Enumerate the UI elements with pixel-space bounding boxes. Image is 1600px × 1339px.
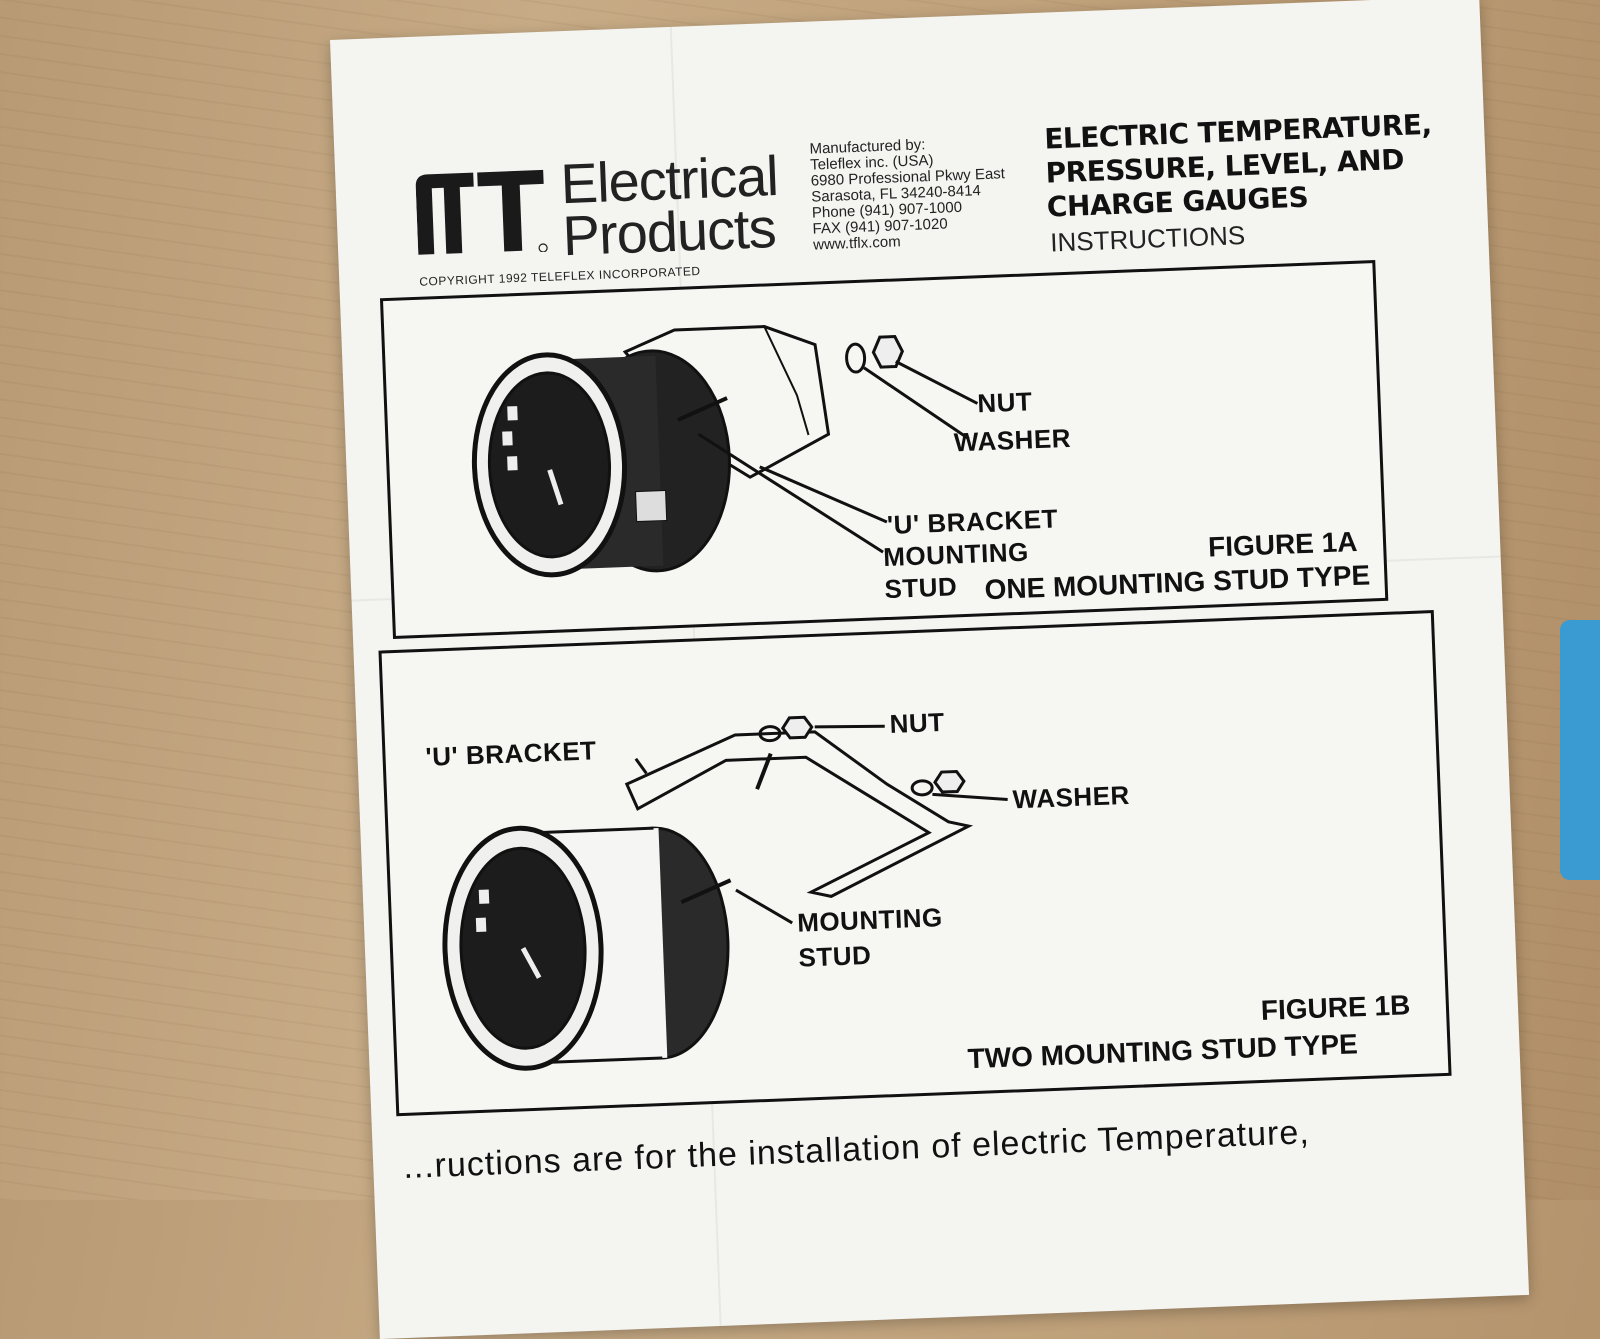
- tt-logo-icon: [415, 169, 548, 255]
- figure-1a-title: FIGURE 1A: [1207, 525, 1358, 563]
- document-title: ELECTRIC TEMPERATURE, PRESSURE, LEVEL, A…: [1044, 108, 1435, 225]
- label-nut: NUT: [976, 386, 1033, 419]
- label-mounting: MOUNTING: [882, 536, 1030, 573]
- figure-1a-panel: NUT WASHER 'U' BRACKET MOUNTING STUD FIG…: [379, 260, 1389, 640]
- brand-name-line2: Products: [561, 196, 777, 268]
- document-subtitle: INSTRUCTIONS: [1049, 220, 1246, 258]
- gauge-one-stud-illustration: [471, 325, 979, 578]
- label-washer: WASHER: [1012, 779, 1131, 815]
- copyright-notice: COPYRIGHT 1992 TELEFLEX INCORPORATED: [419, 263, 701, 289]
- instruction-sheet: Electrical Products COPYRIGHT 1992 TELEF…: [330, 0, 1530, 1339]
- figure-1b-title: FIGURE 1B: [1260, 989, 1411, 1026]
- label-washer: WASHER: [953, 422, 1072, 458]
- label-stud: STUD: [883, 571, 958, 605]
- label-stud: STUD: [797, 939, 872, 973]
- figure-1b-panel: 'U' BRACKET NUT WASHER MOUNTING STUD FIG…: [378, 610, 1452, 1117]
- gauge-two-stud-illustration: [442, 715, 1008, 1071]
- label-nut: NUT: [889, 706, 946, 740]
- manufacturer-address: Manufactured by: Teleflex inc. (USA) 698…: [809, 134, 1007, 253]
- label-mounting: MOUNTING: [796, 902, 944, 938]
- body-paragraph: ...ructions are for the installation of …: [402, 1113, 1311, 1187]
- blue-object: [1560, 620, 1600, 880]
- label-u-bracket: 'U' BRACKET: [886, 503, 1059, 540]
- label-u-bracket: 'U' BRACKET: [425, 735, 598, 772]
